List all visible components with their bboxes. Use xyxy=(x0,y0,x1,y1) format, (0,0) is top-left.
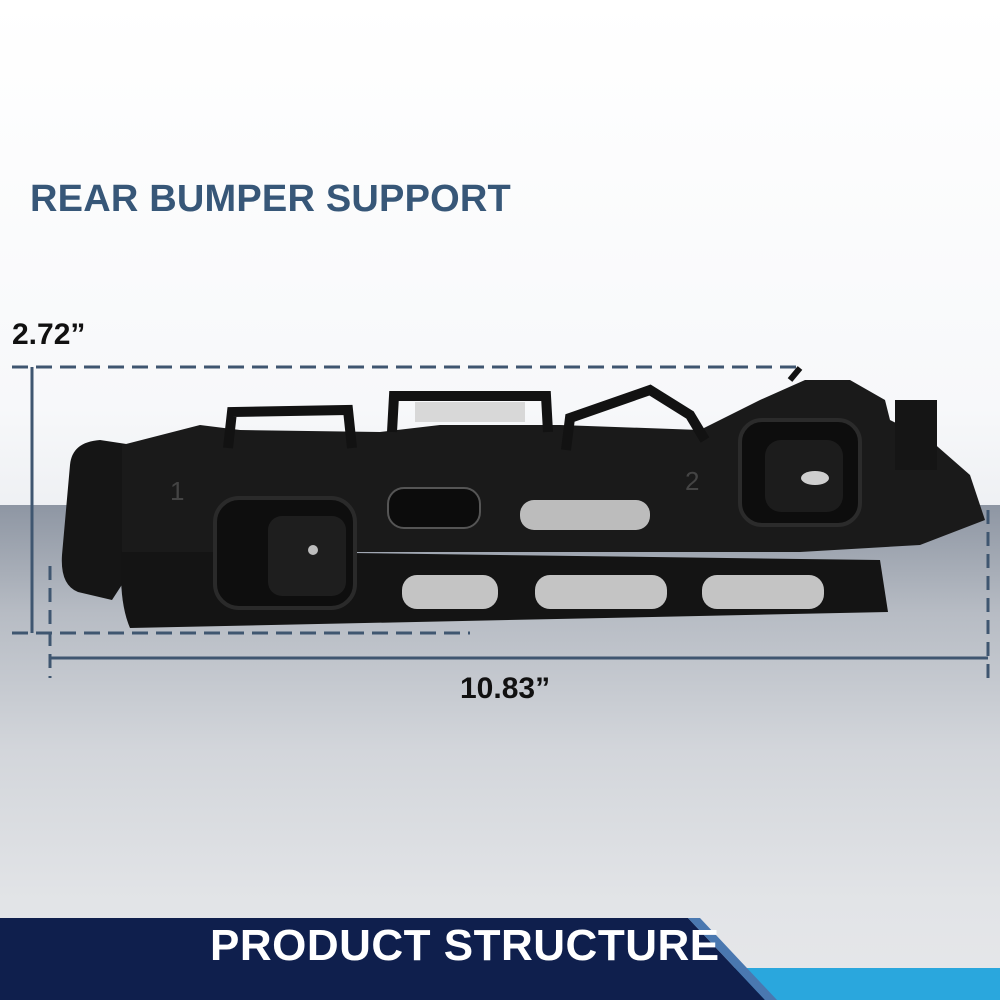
banner-label: PRODUCT STRUCTURE xyxy=(210,921,720,970)
product-title: REAR BUMPER SUPPORT xyxy=(30,178,511,220)
part-mark-left: 1 xyxy=(170,476,184,506)
width-dimension-label: 10.83” xyxy=(460,672,551,705)
bracket-end-cap xyxy=(61,440,140,600)
part-mark-right: 2 xyxy=(685,466,699,496)
height-dimension-label: 2.72” xyxy=(12,318,86,351)
banner-dark-band xyxy=(0,918,765,1000)
